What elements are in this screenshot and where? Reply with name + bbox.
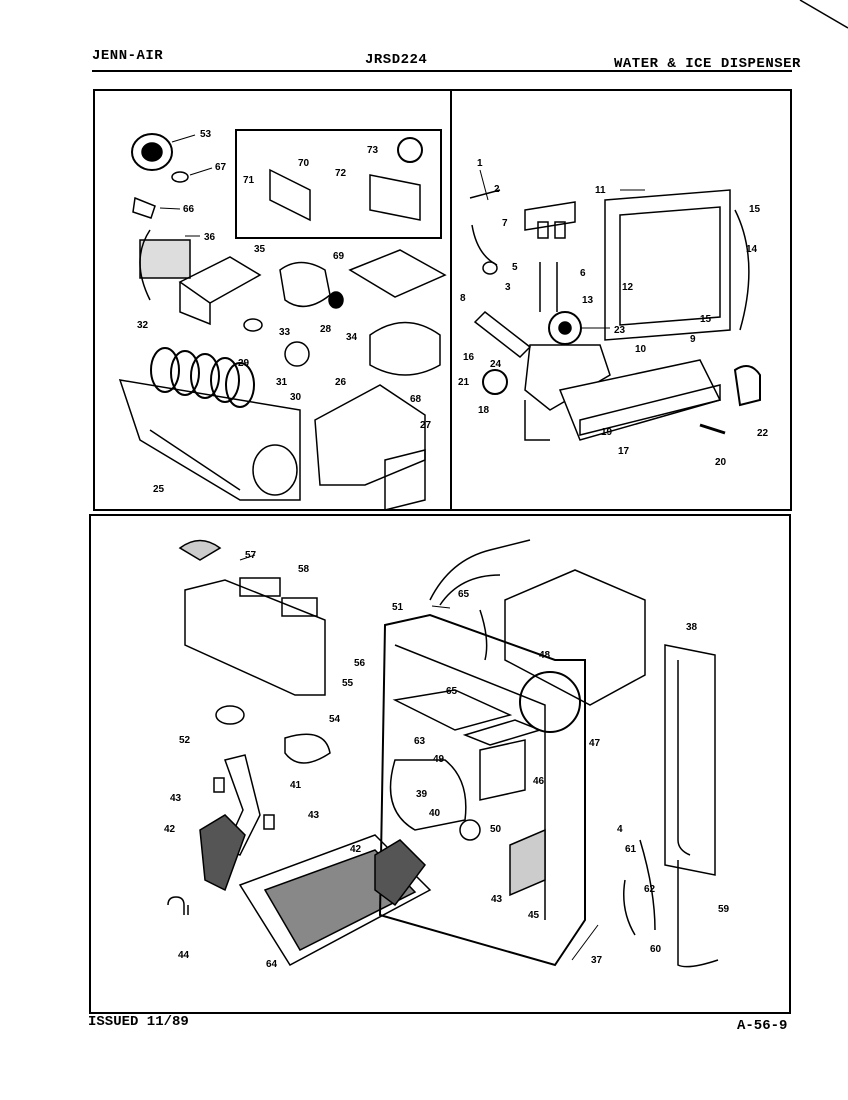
ice-maker-parts <box>118 129 447 511</box>
part-label: 66 <box>183 204 195 215</box>
part-label: 40 <box>429 808 441 819</box>
model-label: JRSD224 <box>365 52 428 68</box>
part-label: 73 <box>367 145 379 156</box>
part-number-labels: 53 67 66 36 35 70 71 72 73 69 32 29 33 2… <box>137 129 769 970</box>
part-label: 41 <box>290 780 302 791</box>
part-label: 4 <box>617 824 623 835</box>
part-label: 36 <box>204 232 216 243</box>
part-label: 35 <box>254 244 266 255</box>
part-label: 2 <box>494 184 500 195</box>
part-label: 3 <box>505 282 511 293</box>
part-label: 43 <box>170 793 182 804</box>
part-label: 37 <box>591 955 603 966</box>
part-label: 24 <box>490 359 502 370</box>
part-label: 58 <box>298 564 310 575</box>
part-label: 12 <box>622 282 634 293</box>
part-label: 9 <box>690 334 696 345</box>
section-title: WATER & ICE DISPENSER <box>614 56 801 72</box>
part-label: 49 <box>433 754 445 765</box>
part-label: 15 <box>700 314 712 325</box>
part-label: 48 <box>539 650 551 661</box>
part-label: 45 <box>528 910 540 921</box>
part-label: 16 <box>463 352 475 363</box>
part-label: 19 <box>601 427 613 438</box>
part-label: 11 <box>595 185 606 196</box>
part-label: 72 <box>335 168 347 179</box>
part-label: 62 <box>644 884 656 895</box>
part-label: 51 <box>392 602 404 613</box>
part-label: 17 <box>618 446 630 457</box>
part-label: 10 <box>635 344 647 355</box>
part-label: 29 <box>238 358 250 369</box>
part-label: 39 <box>416 789 428 800</box>
leader-lines <box>159 134 645 961</box>
part-label: 68 <box>410 394 422 405</box>
part-label: 25 <box>153 484 165 495</box>
part-label: 56 <box>354 658 366 669</box>
part-label: 32 <box>137 320 149 331</box>
part-label: 65 <box>446 686 458 697</box>
part-label: 14 <box>746 244 758 255</box>
part-label: 46 <box>533 776 545 787</box>
part-label: 50 <box>490 824 502 835</box>
dispenser-parts <box>167 539 719 968</box>
part-label: 71 <box>243 175 255 186</box>
part-label: 54 <box>329 714 341 725</box>
part-label: 34 <box>346 332 358 343</box>
part-label: 26 <box>335 377 347 388</box>
page-number: A-56-9 <box>737 1018 788 1034</box>
part-label: 42 <box>350 844 362 855</box>
part-label: 38 <box>686 622 698 633</box>
part-label: 52 <box>179 735 191 746</box>
part-label: 43 <box>308 810 320 821</box>
part-label: 15 <box>749 204 761 215</box>
part-label: 18 <box>478 405 490 416</box>
part-label: 63 <box>414 736 426 747</box>
part-label: 44 <box>178 950 190 961</box>
corner-mark <box>799 0 848 29</box>
part-label: 6 <box>580 268 586 279</box>
issued-date: ISSUED 11/89 <box>88 1014 189 1030</box>
part-label: 7 <box>502 218 508 229</box>
part-label: 65 <box>458 589 470 600</box>
part-label: 60 <box>650 944 662 955</box>
part-label: 23 <box>614 325 626 336</box>
part-label: 1 <box>477 158 483 169</box>
header-rule <box>92 70 792 72</box>
part-label: 69 <box>333 251 345 262</box>
part-label: 28 <box>320 324 332 335</box>
part-label: 64 <box>266 959 278 970</box>
part-label: 5 <box>512 262 518 273</box>
part-label: 70 <box>298 158 310 169</box>
part-label: 43 <box>491 894 503 905</box>
part-label: 20 <box>715 457 727 468</box>
part-label: 22 <box>757 428 769 439</box>
part-label: 13 <box>582 295 594 306</box>
part-label: 55 <box>342 678 354 689</box>
part-label: 47 <box>589 738 601 749</box>
part-label: 21 <box>458 377 470 388</box>
part-label: 30 <box>290 392 302 403</box>
part-label: 42 <box>164 824 176 835</box>
part-label: 61 <box>625 844 637 855</box>
part-label: 31 <box>276 377 288 388</box>
bottom-panel-frame <box>89 514 791 1014</box>
part-label: 33 <box>279 327 291 338</box>
brand-label: JENN-AIR <box>92 48 164 64</box>
valve-parts <box>469 189 761 441</box>
top-panel-frame <box>93 89 792 511</box>
part-label: 8 <box>460 293 466 304</box>
part-label: 59 <box>718 904 730 915</box>
part-label: 53 <box>200 129 212 140</box>
part-label: 57 <box>245 550 257 561</box>
part-label: 27 <box>420 420 432 431</box>
part-label: 67 <box>215 162 227 173</box>
